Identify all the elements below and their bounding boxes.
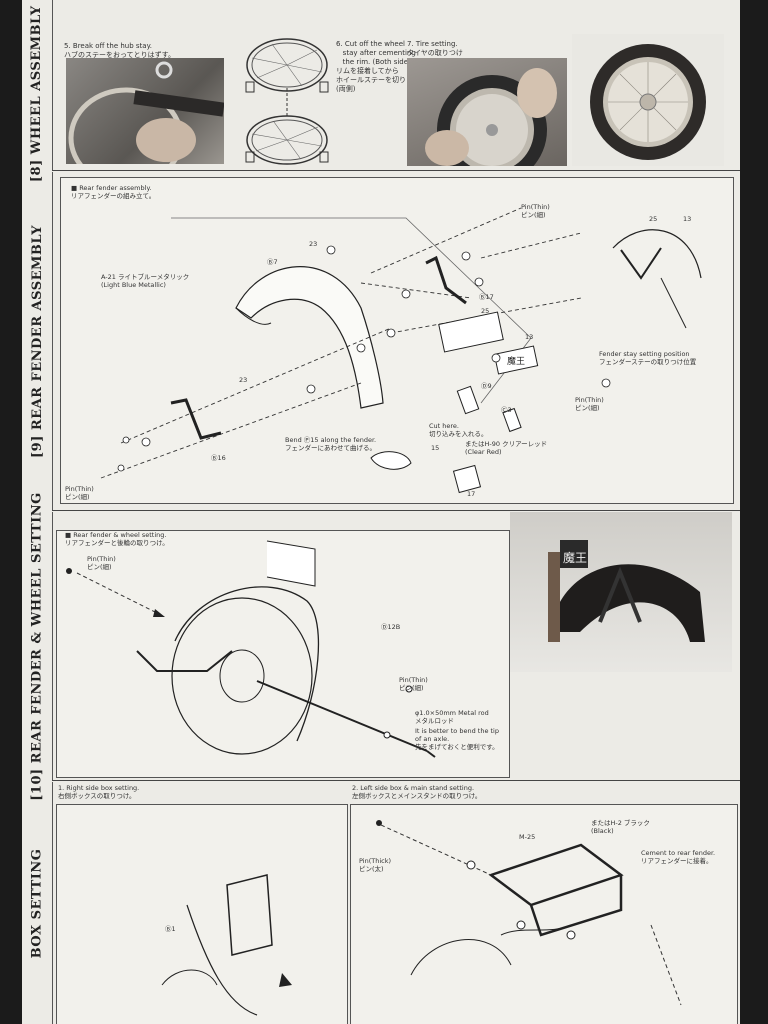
pin-thick-label: Pin(Thick) ピン(太) bbox=[359, 857, 392, 873]
part-b1: Ⓑ1 bbox=[165, 925, 176, 933]
part-23-b: 23 bbox=[239, 376, 248, 384]
section-11-title: BOX SETTING bbox=[29, 848, 45, 958]
section-10-title: [10] REAR FENDER & WHEEL SETTING bbox=[29, 491, 45, 801]
wheel-stay-drawing bbox=[232, 30, 342, 170]
hub-stay-photo bbox=[66, 58, 224, 164]
instruction-sheet: [8] WHEEL ASSEMBLY B 5. Break off the hu… bbox=[22, 0, 740, 1024]
bend-note: Bend Ⓟ15 along the fender. フェンダーにあわせて曲げる… bbox=[285, 436, 377, 452]
fender-stay-note: Fender stay setting position フェンダーステーの取り… bbox=[599, 350, 697, 366]
cut-here-note: Cut here. 切り込みを入れる。 bbox=[429, 422, 488, 438]
section-9-tab: [9] REAR FENDER ASSEMBLY bbox=[22, 172, 53, 510]
clear-red-paint-spec: またはH-90 クリアーレッド (Clear Red) bbox=[465, 440, 548, 456]
pin-thin-label-right: Pin(Thin) ピン(細) bbox=[575, 396, 604, 412]
part-25: 25 bbox=[481, 307, 490, 315]
section-11-tab: BOX SETTING bbox=[22, 782, 53, 1024]
right-side-box-panel: Ⓑ1 bbox=[56, 804, 348, 1024]
part-b7: Ⓑ7 bbox=[267, 258, 278, 266]
tire-setting-photo bbox=[407, 58, 567, 166]
rear-fender-assembly-box: ■ Rear fender assembly. リアフェンダーの組み立て。 魔王 bbox=[60, 177, 734, 504]
pin-thin-label-top: Pin(Thin) ピン(細) bbox=[521, 203, 550, 219]
pin-thin-label-s10-2: Pin(Thin) ピン(細) bbox=[399, 676, 428, 692]
finished-wheel-photo bbox=[572, 34, 724, 166]
cement-note: Cement to rear fender. リアフェンダーに接着。 bbox=[641, 849, 716, 865]
part-m25: M-25 bbox=[519, 833, 536, 841]
section-8-title: [8] WHEEL ASSEMBLY B bbox=[29, 0, 45, 182]
part-13: 13 bbox=[525, 333, 534, 341]
fender-wheel-drawing bbox=[66, 540, 436, 758]
part-d12b: Ⓓ12B bbox=[381, 623, 401, 631]
rear-fender-subhead: ■ Rear fender assembly. リアフェンダーの組み立て。 bbox=[71, 184, 156, 200]
bend-tip-note: It is better to bend the tip of an axle.… bbox=[415, 727, 499, 751]
black-paint-spec: またはH-2 ブラック (Black) bbox=[591, 819, 650, 835]
part-d9: Ⓓ9 bbox=[481, 382, 492, 390]
section-10-tab: [10] REAR FENDER & WHEEL SETTING bbox=[22, 492, 53, 800]
section-8-tab: [8] WHEEL ASSEMBLY B bbox=[22, 0, 53, 182]
part-17: 17 bbox=[467, 490, 476, 498]
part-25-detail: 25 bbox=[649, 215, 658, 223]
section-9: ■ Rear fender assembly. リアフェンダーの組み立て。 魔王 bbox=[52, 172, 740, 511]
svg-text:魔王: 魔王 bbox=[507, 355, 525, 367]
pin-thin-label-left: Pin(Thin) ピン(細) bbox=[65, 485, 94, 501]
part-c3: Ⓒ3 bbox=[501, 406, 512, 414]
fender-assembled-photo: 魔王 bbox=[510, 512, 732, 672]
section-10: ■ Rear fender & wheel setting. リアフェンダーと後… bbox=[52, 512, 740, 781]
part-b17: Ⓑ17 bbox=[479, 293, 494, 301]
part-15: 15 bbox=[431, 444, 440, 452]
step-5-caption: 5. Break off the hub stay. ハブのステーをおってとりは… bbox=[64, 42, 175, 59]
rear-fender-wheel-box: ■ Rear fender & wheel setting. リアフェンダーと後… bbox=[56, 530, 510, 778]
paint-spec-light-blue: A-21 ライトブルーメタリック (Light Blue Metallic) bbox=[101, 273, 190, 289]
section-9-title: [9] REAR FENDER ASSEMBLY bbox=[29, 224, 45, 458]
step-1-caption: 1. Right side box setting. 右側ボックスの取りつけ。 bbox=[58, 784, 140, 800]
step-7-caption: 7. Tire setting. タイヤの取りつけ bbox=[407, 40, 463, 57]
metal-rod-spec: φ1.0×50mm Metal rod メタルロッド bbox=[415, 709, 489, 725]
section-11: 1. Right side box setting. 右側ボックスの取りつけ。 … bbox=[52, 782, 740, 1024]
rear-fender-wheel-subhead: ■ Rear fender & wheel setting. リアフェンダーと後… bbox=[65, 531, 169, 547]
part-23-a: 23 bbox=[309, 240, 318, 248]
part-b16: Ⓑ16 bbox=[211, 454, 226, 462]
license-plate-text: 魔王 bbox=[563, 550, 587, 565]
section-8: 5. Break off the hub stay. ハブのステーをおってとりは… bbox=[52, 0, 740, 171]
step-6-caption: 6. Cut off the wheel stay after cementin… bbox=[336, 40, 427, 93]
pin-thin-label-s10: Pin(Thin) ピン(細) bbox=[87, 555, 116, 571]
left-side-box-panel: またはH-2 ブラック (Black) Cement to rear fende… bbox=[350, 804, 738, 1024]
step-2-caption: 2. Left side box & main stand setting. 左… bbox=[352, 784, 482, 800]
part-13-detail: 13 bbox=[683, 215, 692, 223]
fender-exploded-drawing: 魔王 bbox=[100, 207, 702, 494]
